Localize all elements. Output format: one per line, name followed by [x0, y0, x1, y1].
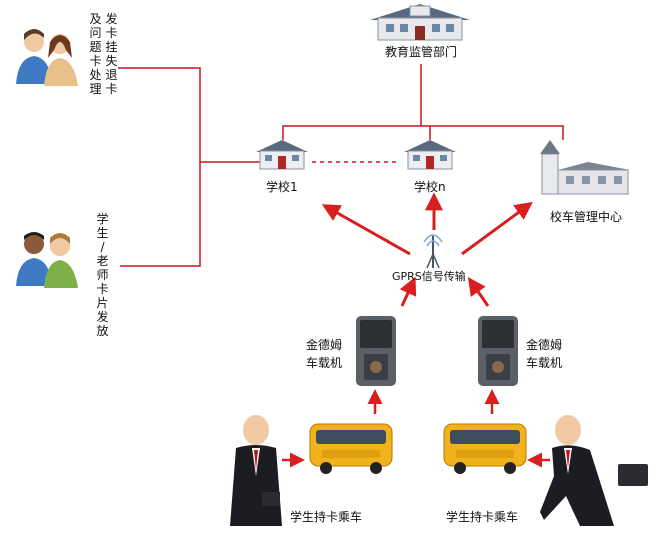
student-left-person-icon [230, 415, 282, 526]
admin-staff-bottom-icon [16, 232, 78, 288]
student-right-person-icon [540, 415, 648, 526]
education-dept-building-icon [370, 4, 470, 41]
school-bus-left-icon [309, 423, 393, 474]
dept-to-schools-lines [282, 64, 564, 140]
card-issue-col-left: 发卡挂失退卡 [105, 12, 118, 96]
device-right-label: 金德姆 车载机 [526, 338, 563, 370]
school-bus-right-icon [443, 423, 527, 474]
gprs-signal-arrows [321, 192, 533, 307]
admin-staff-top-icon [16, 29, 78, 86]
card-distribution-col: 学生/老师卡片发放 [96, 212, 109, 338]
school-n-building-icon [404, 140, 456, 170]
education-dept-label: 教育监管部门 [385, 45, 458, 59]
school-1-label: 学校1 [266, 180, 298, 194]
gprs-label: GPRS信号传输 [392, 270, 466, 283]
gprs-antenna-icon [423, 234, 443, 269]
student-right-label: 学生持卡乘车 [446, 510, 519, 524]
bus-to-device-arrows [367, 389, 500, 414]
school-n-label: 学校n [414, 180, 446, 194]
card-distribution-panel: 学生/老师卡片发放 [96, 212, 109, 338]
school-1-building-icon [256, 140, 308, 170]
onboard-device-right-icon [478, 316, 518, 386]
bus-center-building-icon [540, 140, 630, 195]
student-left-label: 学生持卡乘车 [290, 510, 363, 524]
device-left-label: 金德姆 车载机 [306, 338, 343, 370]
card-issue-lost-panel: 及问题卡处理 发卡挂失退卡 [89, 12, 118, 96]
bus-center-label: 校车管理中心 [550, 210, 623, 224]
onboard-device-left-icon [356, 316, 396, 386]
card-issue-col-right: 及问题卡处理 [89, 12, 102, 96]
admin-connection-lines [118, 67, 262, 267]
